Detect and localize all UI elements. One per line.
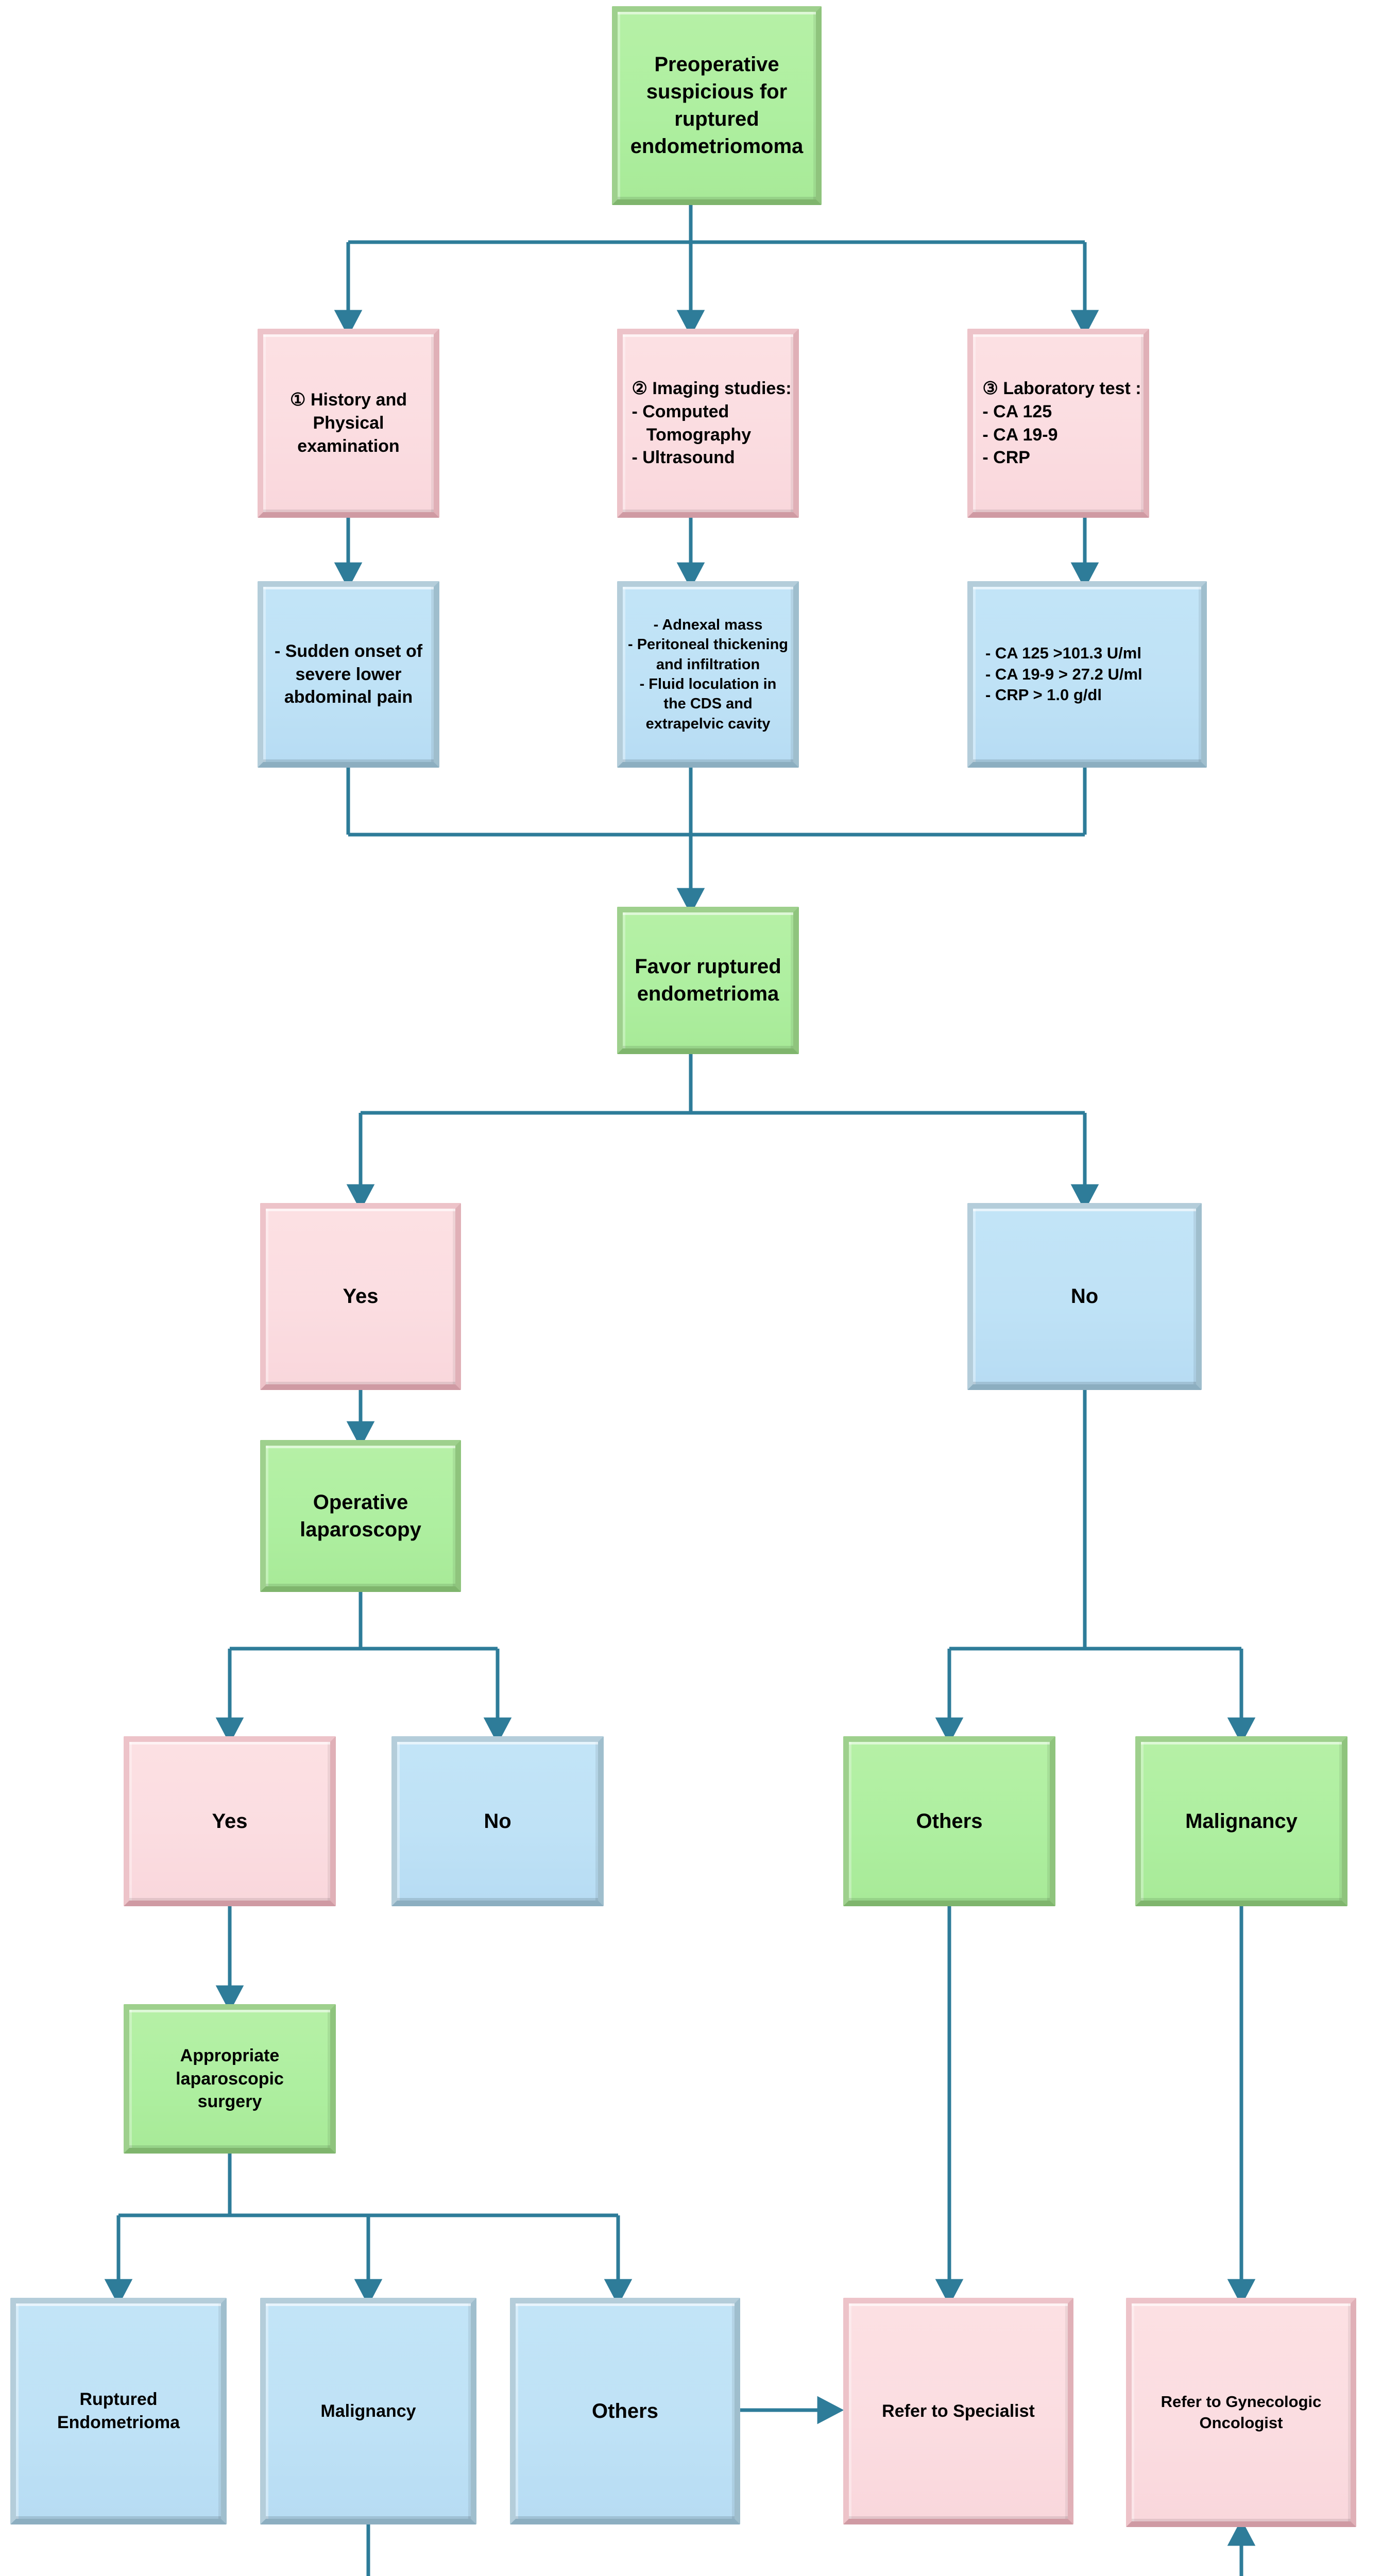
line: Oncologist	[1199, 2413, 1283, 2432]
line: ① History and	[290, 390, 407, 410]
line: Physical	[313, 413, 384, 433]
node-laparoscopy-yes[interactable]: Yes	[124, 1736, 336, 1906]
line: - CRP	[982, 448, 1030, 468]
line: and infiltration	[656, 656, 760, 673]
wire-bottom-loop-to-oncologist	[366, 2519, 1256, 2576]
node-outcome-rupture-text: Ruptured Endometrioma	[21, 2388, 216, 2434]
line: Operative	[313, 1490, 408, 1514]
line: - Peritoneal thickening	[628, 636, 788, 653]
node-laparoscopy-yes-text: Yes	[134, 1808, 325, 1835]
line: - Computed	[632, 401, 729, 421]
node-laboratory-test[interactable]: ③ Laboratory test : - CA 125 - CA 19-9 -…	[967, 329, 1149, 518]
node-imaging-studies[interactable]: ② Imaging studies: - Computed Tomography…	[617, 329, 799, 518]
line: surgery	[197, 2092, 262, 2112]
node-operative-laparoscopy[interactable]: Operative laparoscopy	[260, 1440, 461, 1592]
line: the CDS and	[663, 696, 753, 713]
node-favor-no-text: No	[978, 1283, 1191, 1310]
node-preoperative-suspicion[interactable]: Preoperative suspicious for ruptured end…	[612, 6, 822, 205]
line: Malignancy	[320, 2401, 416, 2421]
node-imaging-finding[interactable]: - Adnexal mass - Peritoneal thickening a…	[617, 581, 799, 768]
line: laparoscopy	[300, 1518, 421, 1541]
node-laboratory-finding-text: - CA 125 >101.3 U/ml - CA 19-9 > 27.2 U/…	[978, 643, 1196, 706]
node-outcome-ruptured-endometrioma[interactable]: Ruptured Endometrioma	[10, 2298, 227, 2524]
node-appropriate-surgery-text: Appropriate laparoscopic surgery	[134, 2044, 325, 2114]
node-preoperative-suspicion-text: Preoperative suspicious for ruptured end…	[623, 51, 811, 160]
line: Appropriate	[180, 2045, 280, 2065]
node-laparoscopy-no-text: No	[402, 1808, 593, 1835]
node-outcome-others[interactable]: Others	[510, 2298, 740, 2524]
node-operative-laparoscopy-text: Operative laparoscopy	[271, 1489, 450, 1544]
line: abdominal pain	[284, 687, 413, 707]
line: Others	[916, 1809, 983, 1833]
line: - Sudden onset of	[274, 641, 423, 661]
node-clinical-finding[interactable]: - Sudden onset of severe lower abdominal…	[258, 581, 439, 768]
line: - Fluid loculation in	[639, 676, 777, 692]
line: Others	[592, 2399, 658, 2422]
node-refer-to-specialist[interactable]: Refer to Specialist	[843, 2298, 1073, 2524]
line: No	[1070, 1285, 1099, 1308]
line: endometrioma	[637, 982, 779, 1005]
node-laparoscopy-no[interactable]: No	[391, 1736, 604, 1906]
line: ② Imaging studies:	[632, 378, 792, 398]
node-refer-to-gynecologic-oncologist[interactable]: Refer to Gynecologic Oncologist	[1126, 2298, 1356, 2527]
line: ruptured	[674, 108, 759, 130]
node-history-physical[interactable]: ① History and Physical examination	[258, 329, 439, 518]
line: - Adnexal mass	[653, 617, 763, 634]
line: - CRP > 1.0 g/dl	[985, 686, 1102, 704]
line: severe lower	[295, 664, 402, 684]
line: examination	[297, 436, 400, 456]
line: - CA 125	[982, 401, 1052, 421]
node-imaging-studies-text: ② Imaging studies: - Computed Tomography…	[624, 377, 791, 470]
line: Preoperative	[654, 53, 779, 76]
line: ③ Laboratory test :	[982, 378, 1141, 398]
line: Yes	[343, 1285, 379, 1308]
line: endometriomoma	[630, 134, 804, 158]
node-favor-yes[interactable]: Yes	[260, 1203, 461, 1390]
node-no-branch-malignancy[interactable]: Malignancy	[1135, 1736, 1347, 1906]
line: - Ultrasound	[632, 448, 735, 468]
node-no-branch-others-text: Others	[854, 1808, 1045, 1835]
node-refer-to-specialist-text: Refer to Specialist	[854, 2400, 1063, 2423]
node-favor-text: Favor ruptured endometrioma	[628, 953, 788, 1008]
node-favor-ruptured-endometrioma[interactable]: Favor ruptured endometrioma	[617, 907, 799, 1054]
line: Yes	[212, 1809, 248, 1833]
node-no-branch-others[interactable]: Others	[843, 1736, 1055, 1906]
line: - CA 19-9	[982, 425, 1058, 445]
line: Refer to Gynecologic	[1161, 2392, 1322, 2411]
line: - CA 125 >101.3 U/ml	[985, 643, 1141, 662]
line: Ruptured	[79, 2389, 158, 2410]
node-appropriate-laparoscopic-surgery[interactable]: Appropriate laparoscopic surgery	[124, 2004, 336, 2154]
line: extrapelvic cavity	[645, 715, 771, 732]
node-history-physical-text: ① History and Physical examination	[268, 388, 429, 458]
node-imaging-finding-text: - Adnexal mass - Peritoneal thickening a…	[628, 615, 788, 734]
line: No	[484, 1809, 511, 1833]
node-laboratory-test-text: ③ Laboratory test : - CA 125 - CA 19-9 -…	[975, 377, 1141, 470]
line: - CA 19-9 > 27.2 U/ml	[985, 665, 1142, 683]
line: Refer to Specialist	[882, 2401, 1035, 2421]
node-outcome-others-text: Others	[521, 2398, 729, 2425]
line: Tomography	[632, 425, 752, 445]
node-favor-yes-text: Yes	[271, 1283, 450, 1310]
line: suspicious for	[646, 80, 788, 104]
node-no-branch-malignancy-text: Malignancy	[1146, 1808, 1337, 1835]
line: Malignancy	[1185, 1809, 1298, 1833]
node-refer-to-oncologist-text: Refer to Gynecologic Oncologist	[1137, 2392, 1345, 2434]
line: Favor ruptured	[635, 955, 781, 978]
node-laboratory-finding[interactable]: - CA 125 >101.3 U/ml - CA 19-9 > 27.2 U/…	[967, 581, 1207, 768]
node-outcome-malignancy-text: Malignancy	[271, 2400, 466, 2423]
node-favor-no[interactable]: No	[967, 1203, 1202, 1390]
line: laparoscopic	[176, 2069, 284, 2089]
node-outcome-malignancy[interactable]: Malignancy	[260, 2298, 476, 2524]
line: Endometrioma	[57, 2413, 180, 2432]
node-clinical-finding-text: - Sudden onset of severe lower abdominal…	[268, 640, 429, 709]
